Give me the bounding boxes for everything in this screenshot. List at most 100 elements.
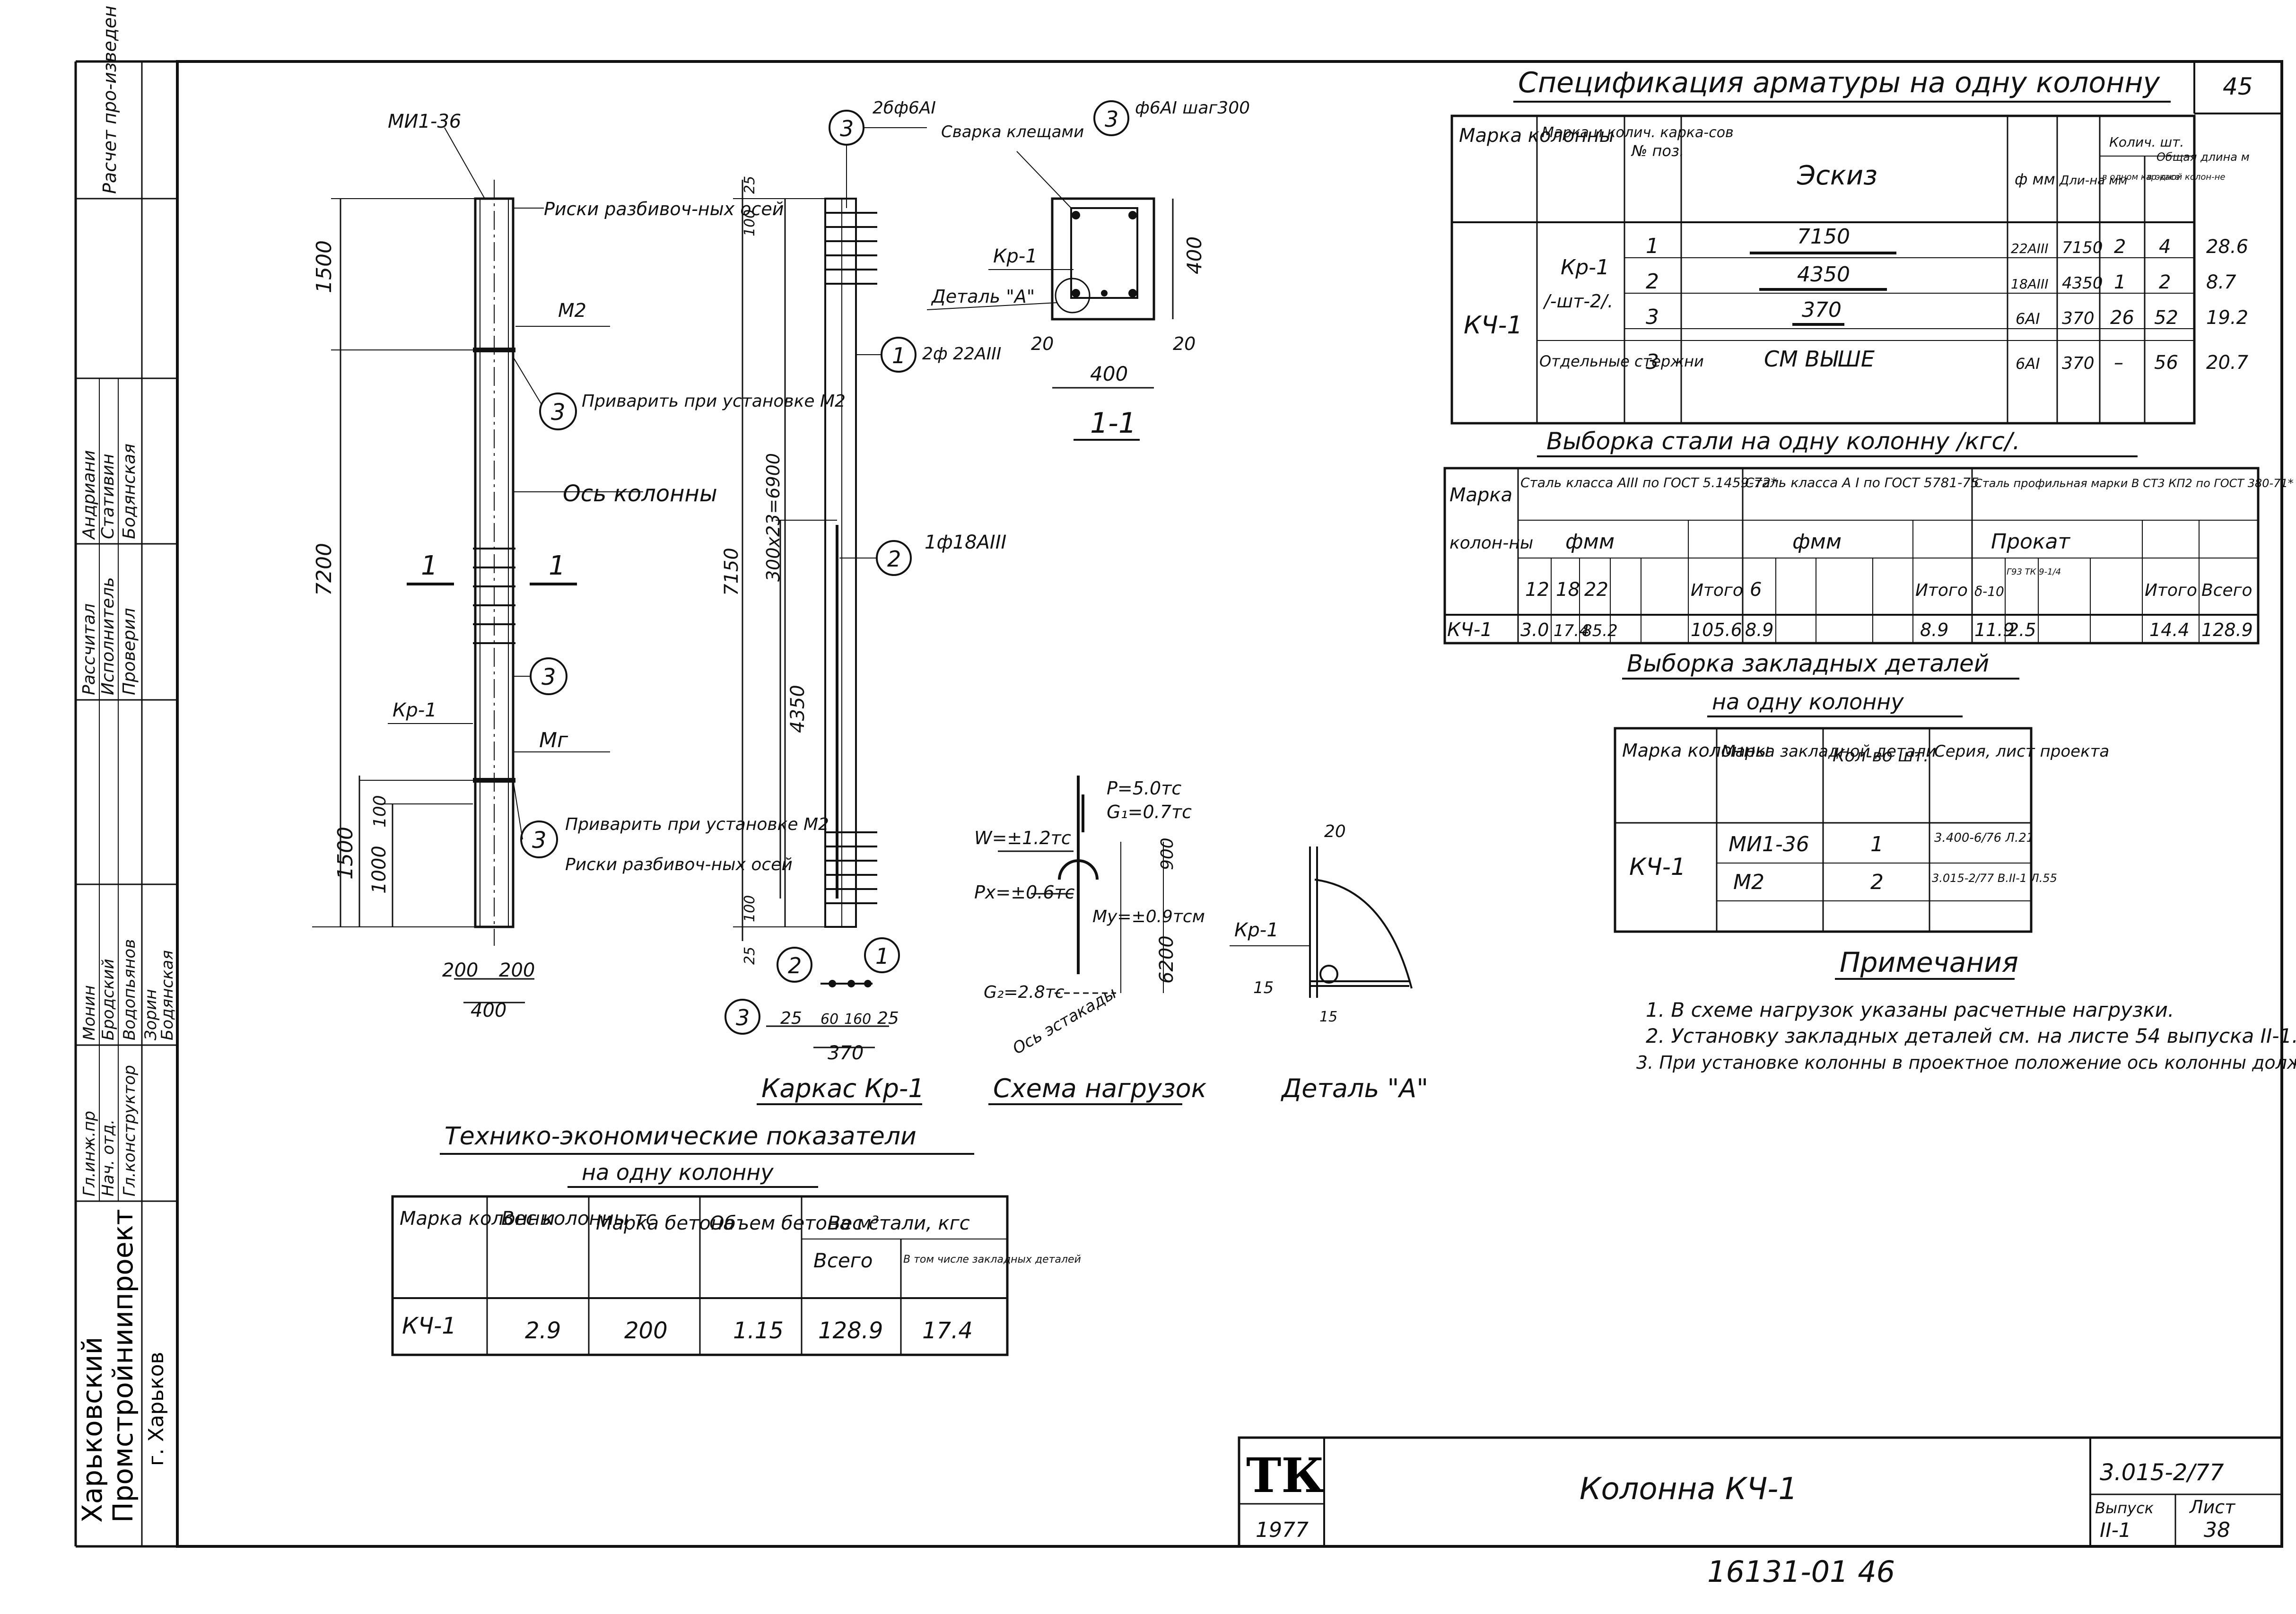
side-role-2: Проверил <box>120 608 139 695</box>
steel-p1: 11.9 <box>1974 619 2015 640</box>
tep-h6: Всего <box>813 1249 873 1272</box>
spec-pos-4: 3 <box>1646 350 1659 374</box>
notes: Примечания 1. В схеме нагрузок указаны р… <box>1636 946 2296 1073</box>
spec-h-pos: № поз. <box>1631 142 1684 160</box>
spec-pos-1: 1 <box>1646 234 1659 258</box>
stamp-list: 38 <box>2204 1518 2230 1542</box>
load-scheme: W=±1.2тс Р=5.0тс G₁=0.7тс Рх=±0.6тс Му=±… <box>974 776 1207 1105</box>
steel-h-d22: 22 <box>1584 579 1608 601</box>
tep-volume: 1.15 <box>733 1317 784 1344</box>
steel-h-itogo-2: Итого <box>1915 581 1968 600</box>
side-role-1: Исполнитель <box>98 577 118 695</box>
steel-h-d6: 6 <box>1750 579 1762 601</box>
spec-len-2: 4350 <box>2062 274 2103 293</box>
steel-it3: 14.4 <box>2149 619 2190 640</box>
spec-h-len: Дли-на мм <box>2059 174 2128 188</box>
cage-dim-25c: 25 <box>780 1009 802 1028</box>
spec-total-4: 20.7 <box>2206 352 2249 374</box>
cage-bar1: 2ф 22АIII <box>922 344 1001 364</box>
tep-concrete: 200 <box>624 1317 668 1344</box>
section-mark-left: 1 <box>421 550 438 581</box>
steel-h-itogo-1: Итого <box>1691 581 1743 600</box>
det-dim-15a: 15 <box>1253 978 1274 997</box>
label-riski-2: Риски разбивоч-ных осей <box>565 855 793 874</box>
load-d900: 900 <box>1158 838 1177 870</box>
tep-table: Технико-экономические показатели на одну… <box>391 1122 1081 1356</box>
dim-400: 400 <box>471 1000 506 1021</box>
steel-h-fmm-1: фмм <box>1565 530 1615 554</box>
callout-3b-text: 3 <box>541 664 556 690</box>
callout-3a-text: 3 <box>551 399 566 426</box>
cage-bottom-callout-1-text: 1 <box>875 943 889 969</box>
cage-bar3: 2бф6АI <box>873 98 936 118</box>
steel-it1: 105.6 <box>1691 619 1742 640</box>
spec-q2-2: 2 <box>2159 271 2171 293</box>
section-mark-right: 1 <box>549 550 566 581</box>
steel-v18: 17.4 <box>1554 621 1589 640</box>
sec-detail: Деталь "А" <box>931 286 1035 307</box>
cage-dim-7150: 7150 <box>721 548 742 596</box>
emb-mark-2: М2 <box>1733 870 1764 894</box>
spec-h-qty-col: в одной колон-не <box>2147 172 2226 182</box>
spec-sketch-2: 4350 <box>1797 262 1850 287</box>
spec-title: Спецификация арматуры на одну колонну <box>1518 66 2161 99</box>
spec-dia-1: 22АIII <box>2011 241 2049 256</box>
steel-h-itogo-3: Итого <box>2145 581 2197 600</box>
load-title: Схема нагрузок <box>993 1073 1207 1103</box>
spec-sketch-4: СМ ВЫШЕ <box>1764 346 1875 372</box>
sec-bar: ф6АI шаг300 <box>1135 98 1250 118</box>
spec-q1-2: 1 <box>2114 271 2126 293</box>
side-name-2: Бодянская <box>120 444 139 539</box>
side-name-0: Андриани <box>79 450 99 540</box>
dim-total: 7200 <box>312 543 336 596</box>
org-city: г. Харьков <box>144 1352 168 1466</box>
tep-h2: Вес колонны тс <box>501 1208 656 1230</box>
spec-total-2: 8.7 <box>2206 271 2236 293</box>
embedded-row: М2 2 3.015-2/77 В.II-1 Л.55 <box>1733 870 2057 894</box>
spec-h-sketch: Эскиз <box>1797 160 1877 191</box>
steel-all: 128.9 <box>2201 619 2253 640</box>
spec-q1-3: 26 <box>2110 307 2134 329</box>
dim-1500-bottom: 1500 <box>333 827 358 880</box>
cage-dim-300: 300х23=6900 <box>763 453 784 582</box>
spec-row: 3 СМ ВЫШЕ 6АI 370 – 56 20.7 <box>1646 346 2249 374</box>
sec-callout-3 <box>1093 100 1129 136</box>
dim-200-right: 200 <box>499 960 535 981</box>
page-number: 45 <box>2223 73 2253 100</box>
label-m2-bottom: Мг <box>539 728 568 752</box>
org-name-1: Харьковский <box>76 1337 108 1523</box>
spec-total-1: 28.6 <box>2206 236 2248 258</box>
cage-callout-3-text: 3 <box>840 116 854 141</box>
cage-bottom-callout-3 <box>725 999 760 1035</box>
cage-title: Каркас Кр-1 <box>761 1073 925 1103</box>
side-role2-1: Нач. отд. <box>99 1119 118 1196</box>
steel-v6: 8.9 <box>1745 619 1773 640</box>
steel-h-fmm-2: фмм <box>1792 530 1842 554</box>
side-name2-0: Монин <box>80 985 99 1040</box>
cage-stirrups <box>825 212 877 904</box>
steel-table: Выборка стали на одну колонну /кгс/. Мар… <box>1443 427 2294 645</box>
tep-embedded: 17.4 <box>922 1317 973 1344</box>
spec-h-qty-cage: в одном кар-касе <box>2102 172 2180 182</box>
spec-cage-count: /-шт-2/. <box>1543 291 1613 312</box>
det-kr: Кр-1 <box>1234 919 1279 941</box>
stamp-vyp-label: Выпуск <box>2095 1499 2154 1517</box>
det-dim-15b: 15 <box>1319 1009 1337 1025</box>
steel-h-ang: Г93 ТК 9-1/4 <box>2007 567 2061 577</box>
load-my: Му=±0.9тсм <box>1092 907 1205 926</box>
embedded-title: Выборка закладных деталей <box>1627 650 1989 677</box>
footer-number: 16131-01 46 <box>1707 1554 1895 1589</box>
stamp-code: 3.015-2/77 <box>2100 1459 2224 1486</box>
load-g1: G₁=0.7тс <box>1107 802 1192 822</box>
stamp-list-label: Лист <box>2189 1497 2236 1518</box>
note-3: 3. При установке колонны в проектное пол… <box>1636 1052 2296 1073</box>
spec-q2-4: 56 <box>2154 352 2178 374</box>
callout-3c <box>520 820 558 858</box>
spec-len-3: 370 <box>2062 309 2095 328</box>
spec-q1-4: – <box>2114 352 2123 374</box>
spec-len-4: 370 <box>2062 354 2095 373</box>
steel-h-vsego: Всего <box>2201 581 2252 600</box>
side-role-0: Рассчитал <box>79 603 99 695</box>
tep-steel: 128.9 <box>818 1317 883 1344</box>
